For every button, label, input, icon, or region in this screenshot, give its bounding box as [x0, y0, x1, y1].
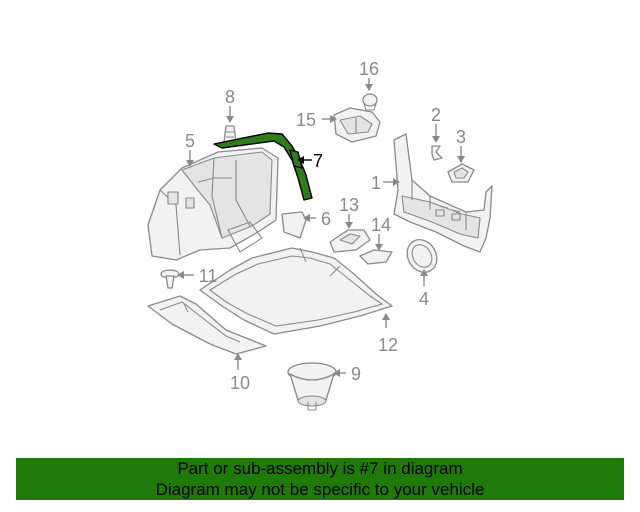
part-14-pad — [359, 249, 393, 265]
callout-7-highlighted: 7 — [313, 151, 323, 171]
part-6-small-panel — [281, 211, 307, 239]
callout-16: 16 — [359, 59, 379, 79]
part-15-lamp-housing — [333, 107, 381, 143]
callout-1: 1 — [371, 173, 381, 193]
callout-labels: 16 8 2 15 3 5 7 1 13 6 14 11 4 12 9 10 — [185, 59, 466, 393]
part-12-floor-mat — [199, 247, 393, 335]
info-banner: Part or sub-assembly is #7 in diagram Di… — [16, 458, 624, 500]
part-1-rear-trim-panel — [393, 133, 493, 253]
banner-line-part-number: Part or sub-assembly is #7 in diagram — [177, 459, 463, 478]
part-4-cover — [406, 239, 438, 273]
callout-14: 14 — [371, 215, 391, 235]
callout-15: 15 — [296, 110, 316, 130]
part-5-left-trim-panel — [147, 147, 279, 261]
callout-10: 10 — [230, 373, 250, 393]
callout-5: 5 — [185, 131, 195, 151]
part-10-sill-trim — [147, 295, 267, 355]
callout-9: 9 — [351, 364, 361, 384]
callout-3: 3 — [456, 127, 466, 147]
part-3-latch — [447, 163, 475, 183]
part-13-bracket — [329, 229, 371, 253]
part-2-clip — [431, 145, 443, 161]
callout-6: 6 — [321, 209, 331, 229]
callout-13: 13 — [339, 195, 359, 215]
callout-2: 2 — [431, 105, 441, 125]
callout-11: 11 — [199, 266, 218, 286]
callout-4: 4 — [419, 289, 429, 309]
callout-12: 12 — [378, 335, 398, 355]
part-11-fastener — [160, 269, 180, 289]
banner-line-disclaimer: Diagram may not be specific to your vehi… — [155, 480, 485, 499]
callout-8: 8 — [225, 87, 235, 107]
part-9-storage-tray — [287, 362, 337, 411]
part-16-bulb — [362, 93, 378, 111]
leader-lines — [177, 78, 465, 377]
